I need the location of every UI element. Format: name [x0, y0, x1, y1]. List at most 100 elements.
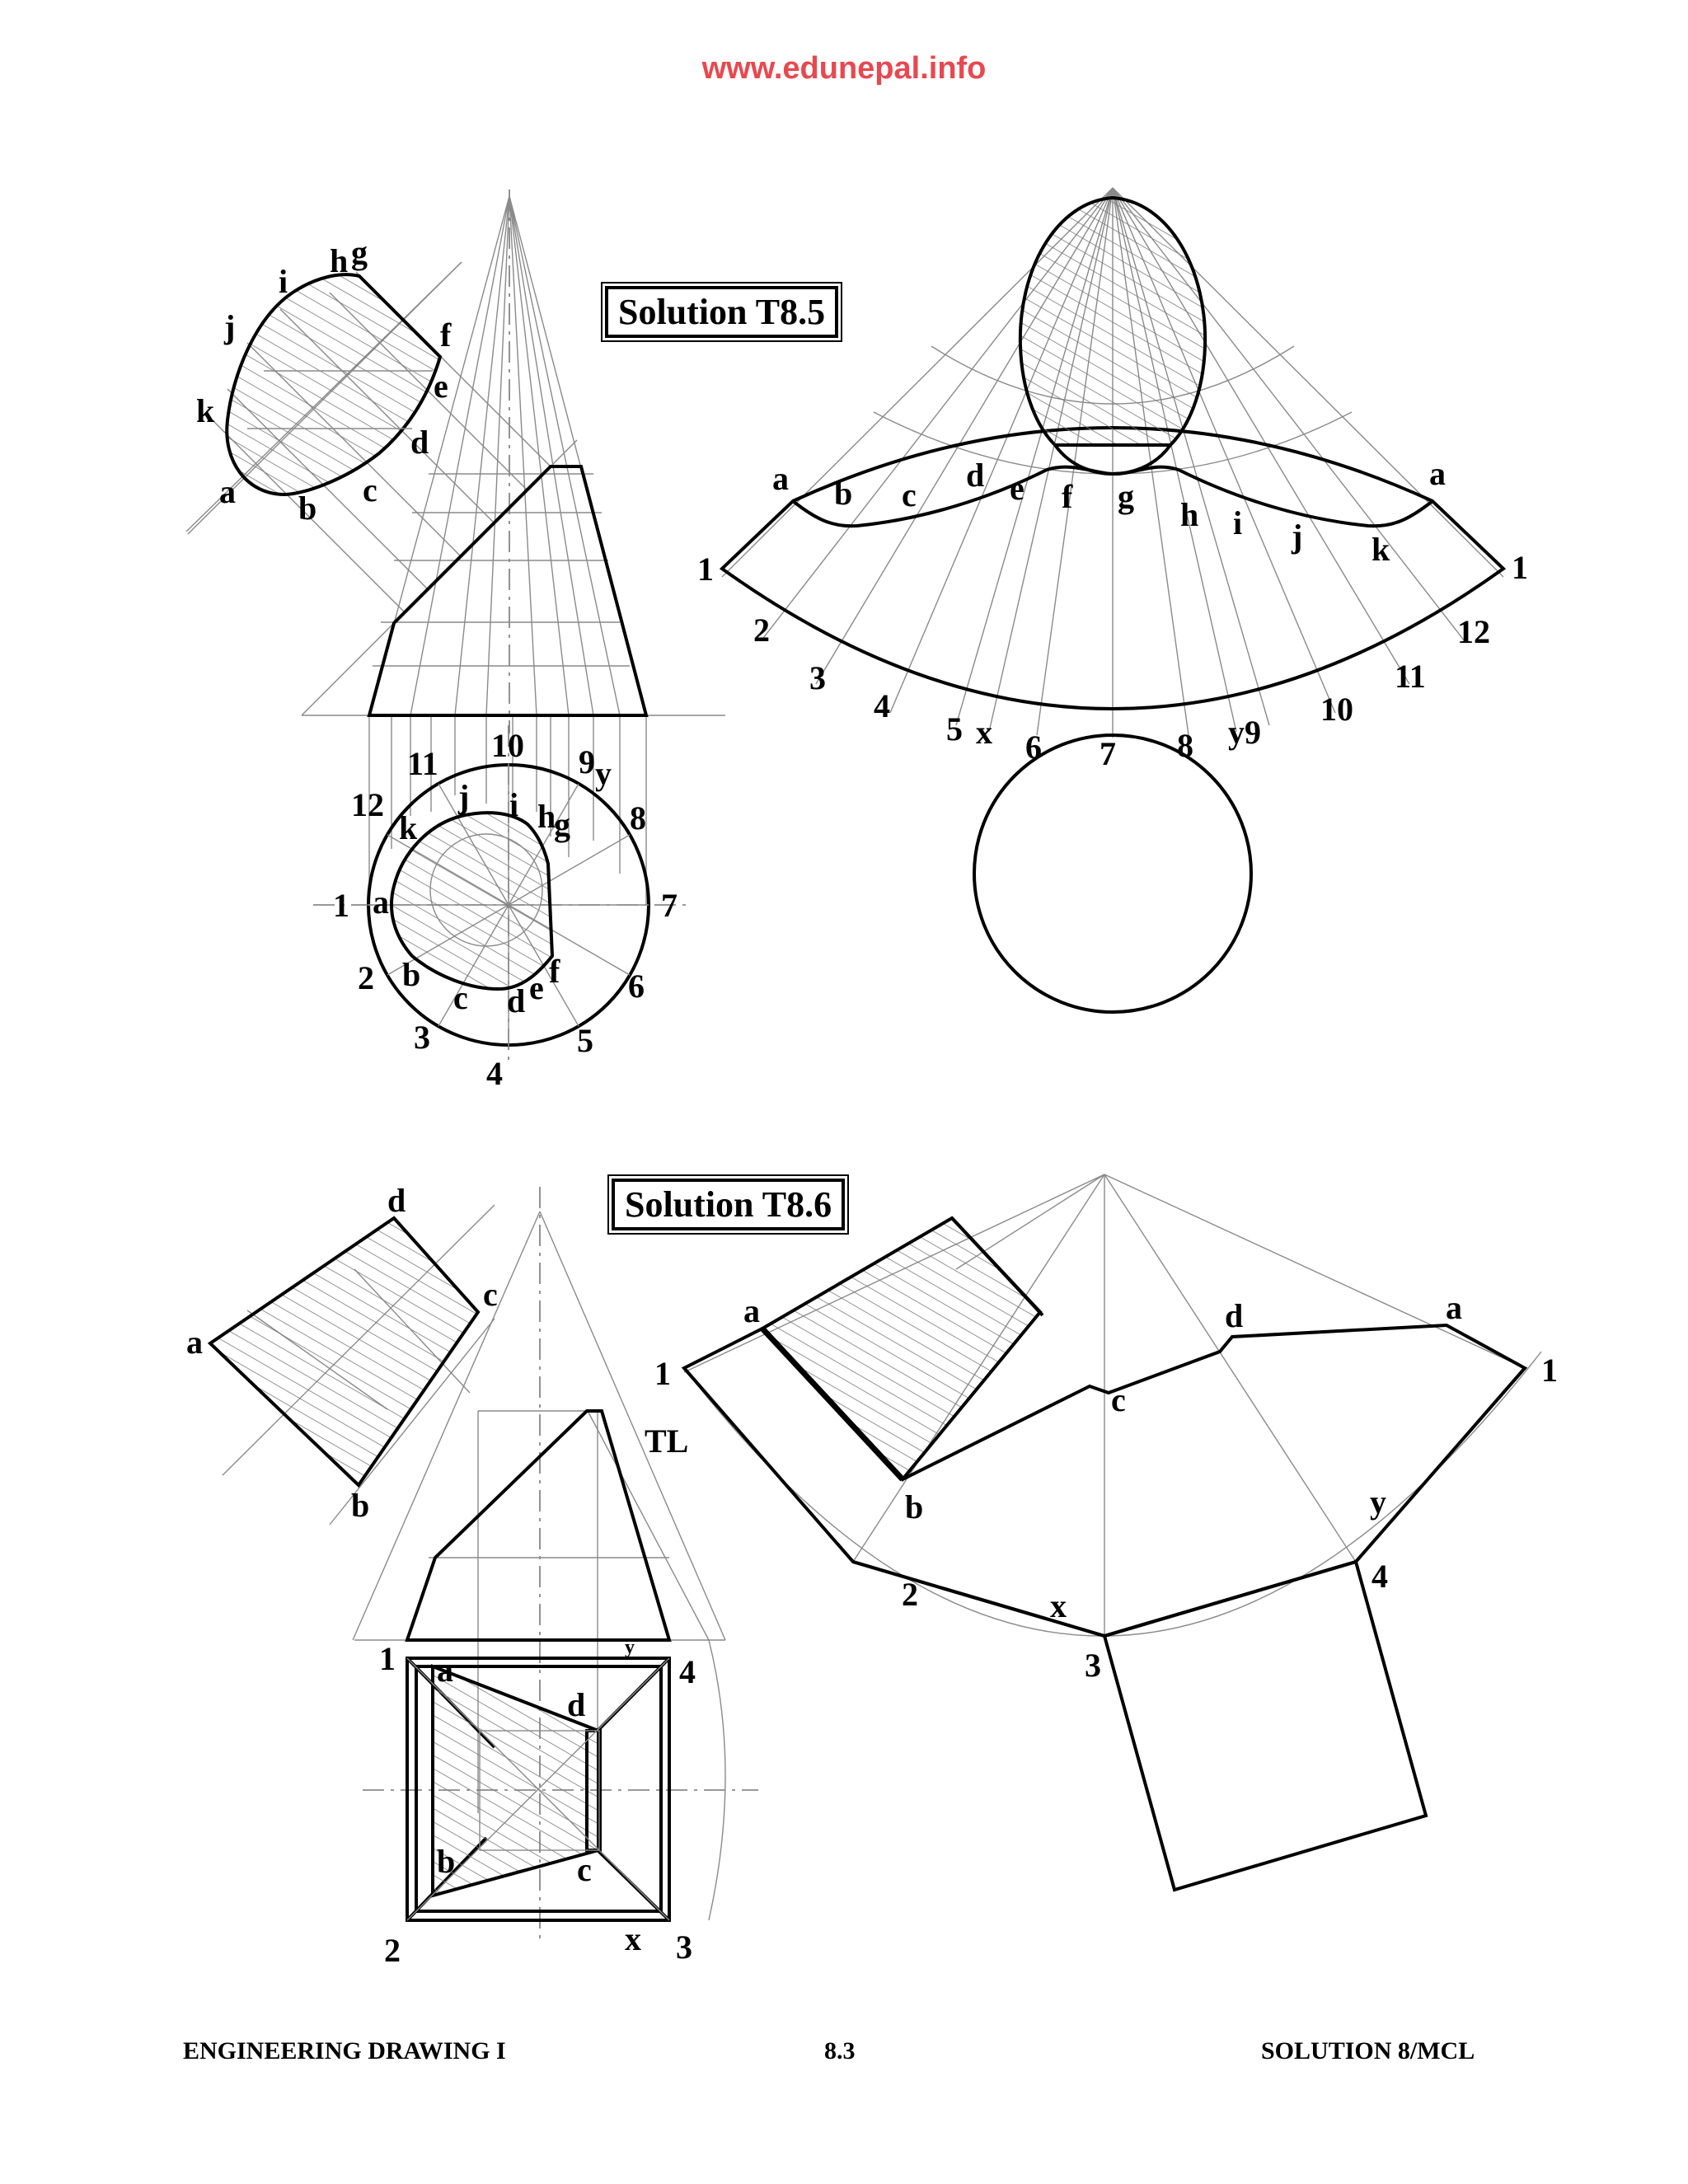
dev-label-a-right: a: [1429, 455, 1446, 492]
t85-dev-labels: a b c d e f g h i j k a 1 2 3 4 5 x 6 7 …: [697, 455, 1528, 772]
solution-t85-title: Solution T8.5: [600, 282, 843, 342]
aux-label-h: h: [330, 242, 348, 279]
aux-label-j: j: [223, 308, 235, 345]
dev-label-f: f: [1062, 478, 1073, 515]
aux-label-d: d: [410, 424, 429, 461]
aux-label-f: f: [440, 316, 452, 354]
dev-label-8: 8: [1177, 727, 1193, 764]
t85-aux-true-shape: [187, 261, 462, 535]
t86-dev-label-c: c: [1111, 1381, 1126, 1418]
footer-left: ENGINEERING DRAWING I: [183, 2037, 506, 2064]
t86-truncated-pyramid: [405, 1409, 672, 1642]
t86-front-view: [246, 1187, 726, 1945]
plan-label-10: 10: [491, 727, 524, 764]
t86-plan-label-c: c: [577, 1851, 592, 1888]
plan-label-12: 12: [351, 786, 384, 823]
plan-label-a: a: [373, 883, 389, 921]
dev-label-c: c: [902, 476, 917, 513]
plan-label-d: d: [507, 982, 525, 1019]
t85-projectors: [185, 195, 647, 905]
t86-aux-labels: a b c d TL: [186, 1182, 688, 1524]
footer-page-number: 8.3: [824, 2037, 856, 2064]
t85-development: [719, 187, 1507, 1014]
t85-front-view: [185, 190, 725, 905]
plan-label-j: j: [457, 778, 469, 815]
dev-label-1-left: 1: [697, 551, 714, 588]
t86-plan-label-x: x: [625, 1920, 641, 1957]
dev-label-g: g: [1118, 478, 1134, 515]
t86-dev-label-a-left: a: [743, 1292, 760, 1329]
t86-dev-base-square: [1102, 1559, 1428, 1892]
dev-label-5: 5: [946, 710, 963, 748]
t86-dev-label-x: x: [1050, 1587, 1067, 1624]
dev-label-12: 12: [1457, 613, 1490, 650]
plan-label-g: g: [554, 806, 570, 843]
footer-right: SOLUTION 8/MCL: [1261, 2037, 1475, 2064]
dev-label-y9: y9: [1228, 714, 1261, 751]
t86-plan-view: [363, 1639, 758, 1922]
t85-dev-sector: [719, 426, 1507, 710]
plan-label-4: 4: [486, 1055, 503, 1092]
dev-label-6: 6: [1025, 729, 1042, 766]
t85-plan-labels: 1 2 3 4 5 6 7 8 9 10 11 12 y a b c d e f…: [333, 727, 678, 1092]
t86-dev-label-y: y: [1370, 1483, 1386, 1521]
dev-label-7: 7: [1100, 735, 1116, 772]
plan-label-c: c: [453, 979, 468, 1016]
t86-aux-label-d: d: [387, 1182, 406, 1219]
plan-label-9: 9: [579, 743, 595, 780]
plan-label-3: 3: [414, 1019, 430, 1056]
plan-label-b: b: [402, 956, 420, 993]
t86-plan-label-d: d: [567, 1686, 585, 1723]
t85-dev-top-cap: [1018, 195, 1207, 447]
t85-plan-section: [390, 811, 555, 991]
dev-label-b: b: [834, 475, 852, 512]
site-url: www.edunepal.info: [701, 51, 987, 86]
t86-aux-label-a: a: [186, 1324, 203, 1361]
t86-dev-label-1-right: 1: [1541, 1352, 1558, 1389]
t85-section-hatch: [227, 274, 440, 494]
aux-label-e: e: [434, 368, 448, 405]
dev-label-2: 2: [753, 612, 770, 649]
t85-aux-labels: a b c d e f g h i j k: [196, 234, 452, 527]
t86-plan-label-a: a: [437, 1652, 453, 1689]
t86-aux-label-b: b: [351, 1487, 369, 1524]
aux-label-a: a: [219, 473, 236, 510]
t86-aux-true-shape: [207, 1204, 495, 1488]
dev-label-3: 3: [809, 659, 826, 696]
t86-dev-label-2: 2: [902, 1576, 918, 1613]
dev-label-k: k: [1372, 531, 1390, 568]
dev-label-d: d: [966, 457, 984, 494]
t86-dev-label-1-left: 1: [654, 1355, 671, 1392]
t86-dev-label-3: 3: [1085, 1647, 1101, 1684]
plan-label-e: e: [529, 969, 544, 1006]
t85-dev-base-circle: [973, 733, 1253, 1014]
plan-label-5: 5: [577, 1022, 593, 1059]
t86-dev-label-b: b: [905, 1488, 923, 1526]
plan-label-1: 1: [333, 887, 349, 924]
dev-label-10: 10: [1320, 691, 1353, 728]
t85-truncated-cone: [367, 465, 649, 717]
dev-label-j: j: [1291, 518, 1302, 555]
t85-plan-view: [313, 725, 692, 1063]
t86-section: [207, 1216, 481, 1488]
aux-label-k: k: [196, 392, 215, 429]
solution-t86-title: Solution T8.6: [607, 1174, 850, 1235]
aux-label-g: g: [351, 234, 368, 271]
aux-label-c: c: [363, 471, 377, 509]
plan-label-h: h: [537, 798, 556, 835]
t86-plan-label-y: y: [625, 1637, 635, 1658]
plan-label-k: k: [399, 809, 418, 846]
t86-plan-label-3: 3: [676, 1929, 692, 1966]
t86-tl-label: TL: [645, 1422, 688, 1460]
plan-label-i: i: [509, 786, 518, 823]
t86-plan-label-4: 4: [679, 1653, 696, 1690]
dev-label-a-left: a: [772, 460, 789, 497]
t86-plan-label-2: 2: [384, 1932, 401, 1969]
t86-dev-label-4: 4: [1372, 1558, 1388, 1595]
t86-dev-labels: a 1 b c d a 1 2 x 3 y 4: [654, 1289, 1558, 1684]
dev-label-x: x: [976, 714, 992, 751]
plan-label-f: f: [549, 953, 560, 990]
t86-dev-label-a-right: a: [1446, 1289, 1462, 1326]
dev-label-4: 4: [874, 687, 890, 724]
